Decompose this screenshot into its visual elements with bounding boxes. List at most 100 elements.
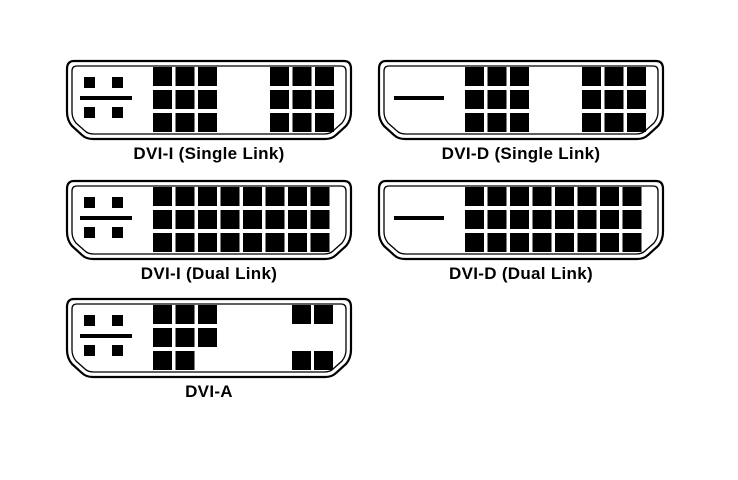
digital-pin <box>555 187 574 206</box>
digital-pin <box>198 113 217 132</box>
connector-label: DVI-I (Dual Link) <box>140 264 278 283</box>
digital-pin <box>627 113 646 132</box>
digital-pin <box>265 233 285 252</box>
connector-shell-outline <box>65 59 353 141</box>
digital-pin <box>198 90 217 109</box>
digital-pin <box>310 187 330 206</box>
digital-pin <box>175 67 195 86</box>
analog-pin <box>112 197 123 208</box>
digital-pin <box>627 90 646 109</box>
digital-pin <box>220 187 240 206</box>
digital-pin <box>510 90 529 109</box>
connector-shell-outline <box>377 59 665 141</box>
digital-pin <box>487 187 507 206</box>
digital-pin <box>487 90 507 109</box>
dvi-i-dual-link-diagram <box>65 179 353 261</box>
digital-pin <box>532 210 552 229</box>
digital-pin <box>577 210 597 229</box>
digital-pin <box>153 187 172 206</box>
digital-pin <box>175 305 195 324</box>
connector-label: DVI-D (Dual Link) <box>449 264 593 283</box>
digital-pin <box>622 187 642 206</box>
digital-pin <box>510 113 529 132</box>
digital-pin <box>175 210 195 229</box>
analog-pin <box>112 345 123 356</box>
digital-pin <box>577 187 597 206</box>
digital-pin <box>510 210 529 229</box>
digital-pin <box>314 305 333 324</box>
connector-shell-outline <box>65 297 353 379</box>
digital-pin <box>604 90 624 109</box>
digital-pin <box>270 67 289 86</box>
digital-pin <box>292 90 312 109</box>
digital-pin <box>153 67 172 86</box>
digital-pin <box>198 233 217 252</box>
analog-ground-blade <box>80 334 132 338</box>
connector-label: DVI-I (Single Link) <box>133 144 285 163</box>
digital-pin <box>198 305 217 324</box>
dvi-a-diagram <box>65 297 353 379</box>
digital-pin <box>465 210 484 229</box>
digital-pin <box>627 67 646 86</box>
digital-pin <box>487 210 507 229</box>
connector-shell-outline <box>377 179 665 261</box>
digital-pin <box>465 67 484 86</box>
digital-pin <box>532 187 552 206</box>
digital-pin <box>600 210 619 229</box>
analog-pin <box>84 107 95 118</box>
digital-pin <box>487 233 507 252</box>
connector-dvi-i-dual: DVI-I (Dual Link) <box>65 179 353 292</box>
ground-blade <box>394 216 444 220</box>
digital-pin <box>600 187 619 206</box>
digital-pin <box>622 210 642 229</box>
connector-dvi-d-dual: DVI-D (Dual Link) <box>377 179 665 292</box>
digital-pin <box>288 233 307 252</box>
digital-pin <box>153 351 172 370</box>
digital-pin <box>220 233 240 252</box>
digital-pin <box>288 210 307 229</box>
digital-pin <box>265 187 285 206</box>
analog-ground-blade <box>80 216 132 220</box>
digital-pin <box>153 328 172 347</box>
digital-pin <box>288 187 307 206</box>
dvi-d-single-link-diagram <box>377 59 665 141</box>
digital-pin <box>582 113 601 132</box>
connector-label: DVI-D (Single Link) <box>441 144 601 163</box>
digital-pin <box>577 233 597 252</box>
digital-pin <box>465 113 484 132</box>
analog-pin <box>112 227 123 238</box>
digital-pin <box>532 233 552 252</box>
digital-pin <box>198 67 217 86</box>
digital-pin <box>487 67 507 86</box>
digital-pin <box>198 328 217 347</box>
connector-label: DVI-A <box>185 382 233 401</box>
digital-pin <box>600 233 619 252</box>
analog-pin <box>112 315 123 326</box>
digital-pin <box>582 90 601 109</box>
digital-pin <box>510 187 529 206</box>
digital-pin <box>622 233 642 252</box>
digital-pin <box>314 351 333 370</box>
dvi-i-single-link-diagram <box>65 59 353 141</box>
digital-pin <box>198 187 217 206</box>
digital-pin <box>487 113 507 132</box>
digital-pin <box>153 233 172 252</box>
analog-pin <box>84 197 95 208</box>
digital-pin <box>220 210 240 229</box>
digital-pin <box>292 113 312 132</box>
digital-pin <box>175 187 195 206</box>
digital-pin <box>555 210 574 229</box>
digital-pin <box>198 210 217 229</box>
connector-dvi-a: DVI-A <box>65 297 353 410</box>
digital-pin <box>265 210 285 229</box>
digital-pin <box>604 67 624 86</box>
digital-pin <box>175 233 195 252</box>
digital-pin <box>604 113 624 132</box>
digital-pin <box>243 210 262 229</box>
digital-pin <box>243 187 262 206</box>
digital-pin <box>153 210 172 229</box>
analog-pin <box>84 345 95 356</box>
ground-blade <box>394 96 444 100</box>
analog-ground-blade <box>80 96 132 100</box>
digital-pin <box>315 90 334 109</box>
